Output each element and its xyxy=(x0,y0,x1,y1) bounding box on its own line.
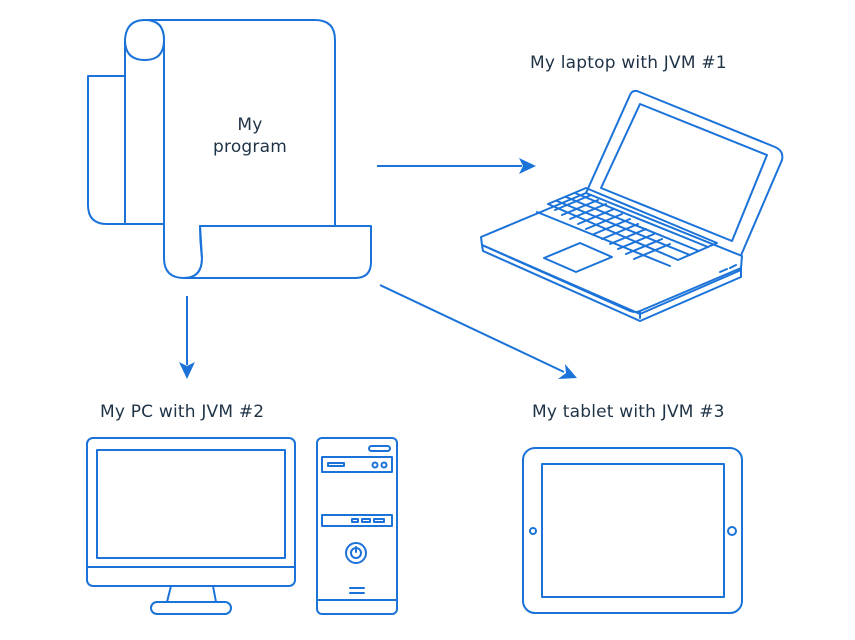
scroll-icon xyxy=(87,19,372,279)
laptop-label: My laptop with JVM #1 xyxy=(530,53,727,73)
program-label-line2: program xyxy=(213,137,287,157)
program-label: My program xyxy=(190,114,310,158)
program-label-line1: My xyxy=(237,115,263,135)
pc-label: My PC with JVM #2 xyxy=(100,402,265,422)
tablet-icon xyxy=(522,447,743,614)
laptop-icon xyxy=(480,89,784,322)
arrow-to-tablet xyxy=(379,284,577,379)
arrow-to-laptop xyxy=(377,158,536,174)
tablet-label: My tablet with JVM #3 xyxy=(532,402,725,422)
pc-tower-icon xyxy=(316,437,398,615)
monitor-icon xyxy=(86,437,296,615)
arrow-to-pc xyxy=(179,296,195,379)
